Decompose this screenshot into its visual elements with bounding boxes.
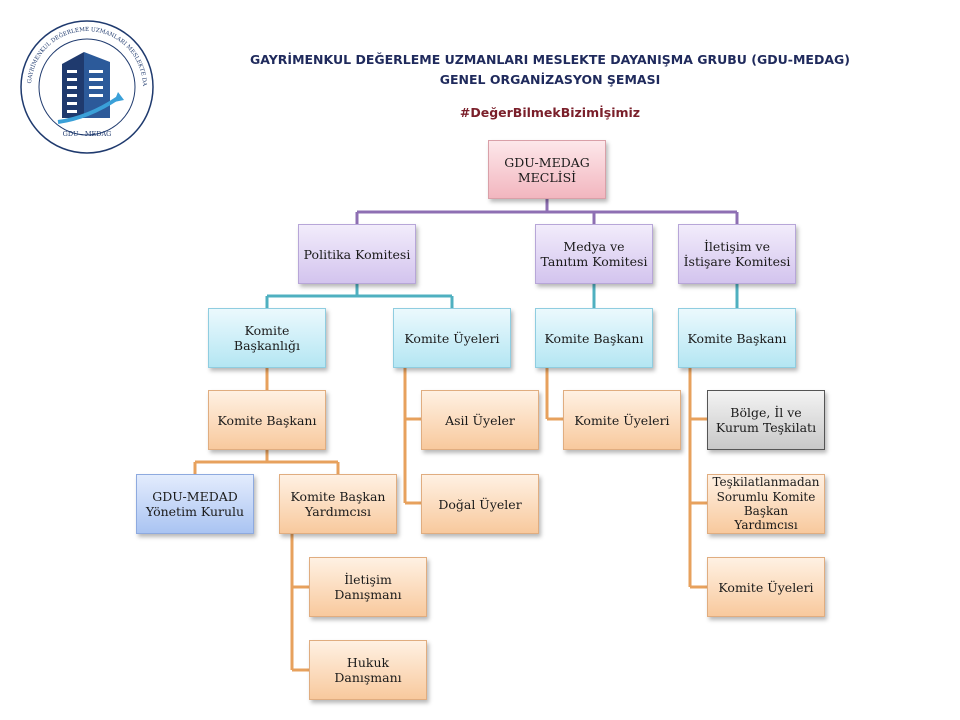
- medya-komitesi-box: Medya ve Tanıtım Komitesi: [535, 224, 653, 284]
- iletisim-baskan-box: Komite Başkanı: [678, 308, 796, 368]
- page-subtitle: GENEL ORGANİZASYON ŞEMASI: [439, 72, 661, 87]
- iletisim-komitesi-box: İletişim ve İstişare Komitesi: [678, 224, 796, 284]
- politika-baskanlik-box: Komite Başkanlığı: [208, 308, 326, 368]
- politika-baskan-box: Komite Başkanı: [208, 390, 326, 450]
- hukuk-danismani-box: Hukuk Danışmanı: [309, 640, 427, 700]
- medya-baskan-box: Komite Başkanı: [535, 308, 653, 368]
- yonetim-kurulu-box: GDU-MEDAD Yönetim Kurulu: [136, 474, 254, 534]
- meclis-box: GDU-MEDAG MECLİSİ: [488, 140, 606, 199]
- iletisim-danismani-box: İletişim Danışmanı: [309, 557, 427, 617]
- medya-uyeler-box: Komite Üyeleri: [563, 390, 681, 450]
- politika-komitesi-box: Politika Komitesi: [298, 224, 416, 284]
- dogal-uyeler-box: Doğal Üyeler: [421, 474, 539, 534]
- baskan-yardimcisi-box: Komite Başkan Yardımcısı: [279, 474, 397, 534]
- hashtag: #DeğerBilmekBizimİşimiz: [459, 105, 641, 120]
- politika-uyeler-box: Komite Üyeleri: [393, 308, 511, 368]
- logo-bottom-text: GDU - MEDAG: [63, 130, 112, 138]
- teskilat-yardimcisi-box: Teşkilatlanmadan Sorumlu Komite Başkan Y…: [707, 474, 825, 534]
- page-title: GAYRİMENKUL DEĞERLEME UZMANLARI MESLEKTE…: [250, 52, 850, 67]
- asil-uyeler-box: Asil Üyeler: [421, 390, 539, 450]
- gdu-medag-logo: GAYRİMENKUL DEĞERLEME UZMANLARI MESLEKTE…: [15, 14, 156, 156]
- iletisim-uyeler-box: Komite Üyeleri: [707, 557, 825, 617]
- bolge-teskilat-box: Bölge, İl ve Kurum Teşkilatı: [707, 390, 825, 450]
